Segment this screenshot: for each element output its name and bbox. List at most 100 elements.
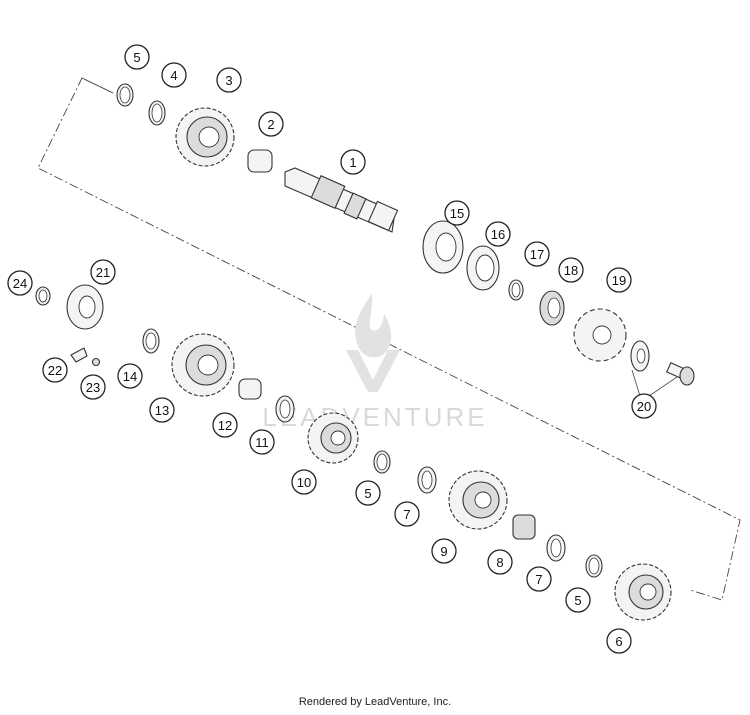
callout-9: 9 [431, 538, 457, 564]
callout-label: 6 [615, 634, 622, 649]
part-gear-9-bore [474, 491, 492, 509]
part-gear-13-bore [197, 354, 219, 376]
part-plug-22 [70, 347, 88, 363]
callout-20: 20 [631, 393, 657, 419]
part-circlip-mid-inner [376, 453, 388, 471]
part-circlip-upper-inner [119, 86, 131, 104]
callout-22: 22 [42, 357, 68, 383]
part-washer-20-inner [636, 348, 646, 364]
callout-19: 19 [606, 267, 632, 293]
callout-circle [340, 149, 366, 175]
part-needle-bearing-12 [238, 378, 262, 400]
part-sprocket-19-bore [592, 325, 612, 345]
callout-label: 2 [267, 117, 274, 132]
callout-label: 5 [574, 593, 581, 608]
part-gear-10-bore [330, 430, 346, 446]
callout-5: 5 [355, 480, 381, 506]
callout-circle [42, 357, 68, 383]
callout-circle [631, 393, 657, 419]
callout-label: 12 [218, 418, 232, 433]
callout-1: 1 [340, 149, 366, 175]
callout-circle [524, 241, 550, 267]
callout-label: 4 [170, 68, 177, 83]
part-washer-7a-inner [421, 470, 433, 490]
callout-circle [117, 363, 143, 389]
part-washer-upper-inner [151, 103, 163, 123]
callout-4: 4 [161, 62, 187, 88]
part-needle-bearing-2 [247, 149, 273, 173]
callout-7: 7 [526, 566, 552, 592]
part-shaft-seal-16-bore [475, 254, 495, 282]
callout-2: 2 [258, 111, 284, 137]
callout-8: 8 [487, 549, 513, 575]
callout-label: 14 [123, 369, 137, 384]
callout-label: 17 [530, 247, 544, 262]
callout-label: 18 [564, 263, 578, 278]
part-washer-11-inner [279, 399, 291, 419]
callout-circle [565, 587, 591, 613]
leader-lines-20 [631, 369, 678, 397]
part-ball-bearing-15-bore [435, 232, 457, 262]
callout-23: 23 [80, 374, 106, 400]
callout-18: 18 [558, 257, 584, 283]
callout-label: 3 [225, 73, 232, 88]
watermark-text: LEADVENTURE [262, 402, 487, 432]
part-washer-14-inner [145, 332, 157, 350]
callout-circle [124, 44, 150, 70]
callout-12: 12 [212, 412, 238, 438]
callout-21: 21 [90, 259, 116, 285]
callout-circle [216, 67, 242, 93]
callout-15: 15 [444, 200, 470, 226]
callout-circle [161, 62, 187, 88]
callout-24: 24 [7, 270, 33, 296]
callout-label: 23 [86, 380, 100, 395]
callout-label: 5 [364, 486, 371, 501]
part-circlip-24-inner [38, 289, 48, 303]
watermark: LEADVENTURE [262, 293, 487, 432]
callout-circle [291, 469, 317, 495]
callout-circle [90, 259, 116, 285]
callout-circle [149, 397, 175, 423]
part-ball-bearing-21-bore [78, 295, 96, 319]
callout-7: 7 [394, 501, 420, 527]
callout-label: 8 [496, 555, 503, 570]
callout-5: 5 [565, 587, 591, 613]
callout-label: 7 [535, 572, 542, 587]
watermark-flame-icon [355, 293, 392, 358]
callout-circle [606, 267, 632, 293]
callout-label: 24 [13, 276, 27, 291]
callout-circle [431, 538, 457, 564]
part-spacer-18-bore [547, 297, 561, 319]
callout-label: 7 [403, 507, 410, 522]
callout-11: 11 [249, 429, 275, 455]
callout-3: 3 [216, 67, 242, 93]
callout-circle [249, 429, 275, 455]
callout-label: 21 [96, 265, 110, 280]
callout-14: 14 [117, 363, 143, 389]
footer-credit: Rendered by LeadVenture, Inc. [298, 696, 452, 708]
callout-circle [526, 566, 552, 592]
callout-circle [487, 549, 513, 575]
callout-label: 16 [491, 227, 505, 242]
callout-10: 10 [291, 469, 317, 495]
callout-6: 6 [606, 628, 632, 654]
callout-13: 13 [149, 397, 175, 423]
callout-circle [212, 412, 238, 438]
callout-circle [485, 221, 511, 247]
part-circlip-low-inner [588, 557, 600, 575]
callout-label: 11 [255, 435, 269, 450]
part-o-ring-17-inner [511, 282, 521, 298]
callout-label: 1 [349, 155, 356, 170]
callout-label: 15 [450, 206, 464, 221]
part-gear-3-bore [198, 126, 220, 148]
callout-circle [355, 480, 381, 506]
callout-label: 9 [440, 544, 447, 559]
callout-circle [258, 111, 284, 137]
callout-label: 19 [612, 273, 626, 288]
callout-label: 20 [637, 399, 651, 414]
callout-circle [444, 200, 470, 226]
part-screw-23 [91, 357, 101, 367]
callout-17: 17 [524, 241, 550, 267]
